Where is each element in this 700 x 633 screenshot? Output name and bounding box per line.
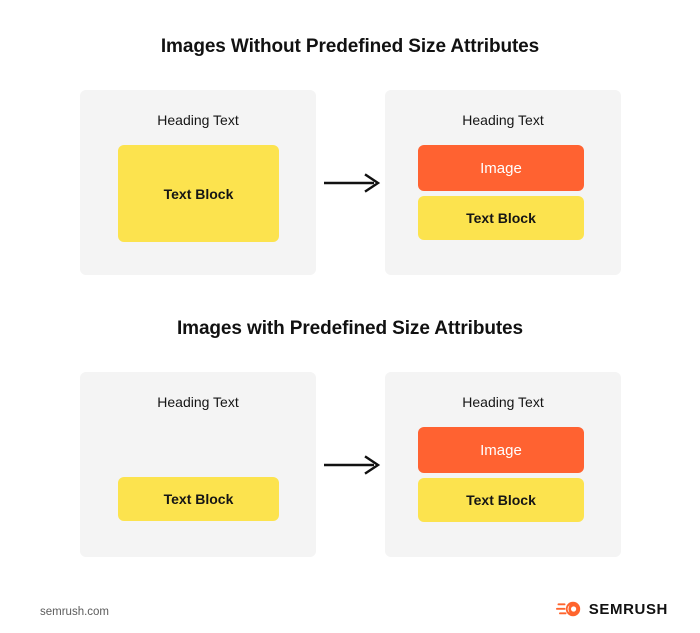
arrow-right-icon bbox=[323, 171, 381, 195]
footer-source-url: semrush.com bbox=[40, 606, 110, 618]
diagram-panel-without-before: Heading Text Text Block bbox=[80, 90, 316, 275]
text-block: Text Block bbox=[418, 478, 584, 522]
arrow-right-icon bbox=[323, 453, 381, 477]
diagram-panel-with-before: Heading Text Text Block bbox=[80, 372, 316, 557]
diagram-panel-with-after: Heading Text Image Text Block bbox=[385, 372, 621, 557]
semrush-wordmark: SEMRUSH bbox=[588, 600, 668, 618]
section-title-without-size-attributes: Images Without Predefined Size Attribute… bbox=[160, 36, 540, 57]
diagram-panel-without-after: Heading Text Image Text Block bbox=[385, 90, 621, 275]
image-block: Image bbox=[418, 145, 584, 191]
panel-heading-text: Heading Text bbox=[462, 394, 544, 410]
section-title-with-size-attributes: Images with Predefined Size Attributes bbox=[176, 318, 523, 339]
text-block: Text Block bbox=[118, 477, 279, 521]
image-block: Image bbox=[418, 427, 584, 473]
semrush-logo: SEMRUSH bbox=[555, 600, 668, 618]
text-block: Text Block bbox=[118, 145, 279, 242]
panel-heading-text: Heading Text bbox=[157, 394, 239, 410]
semrush-comet-icon bbox=[555, 600, 582, 618]
text-block: Text Block bbox=[418, 196, 584, 240]
panel-heading-text: Heading Text bbox=[157, 112, 239, 128]
panel-heading-text: Heading Text bbox=[462, 112, 544, 128]
